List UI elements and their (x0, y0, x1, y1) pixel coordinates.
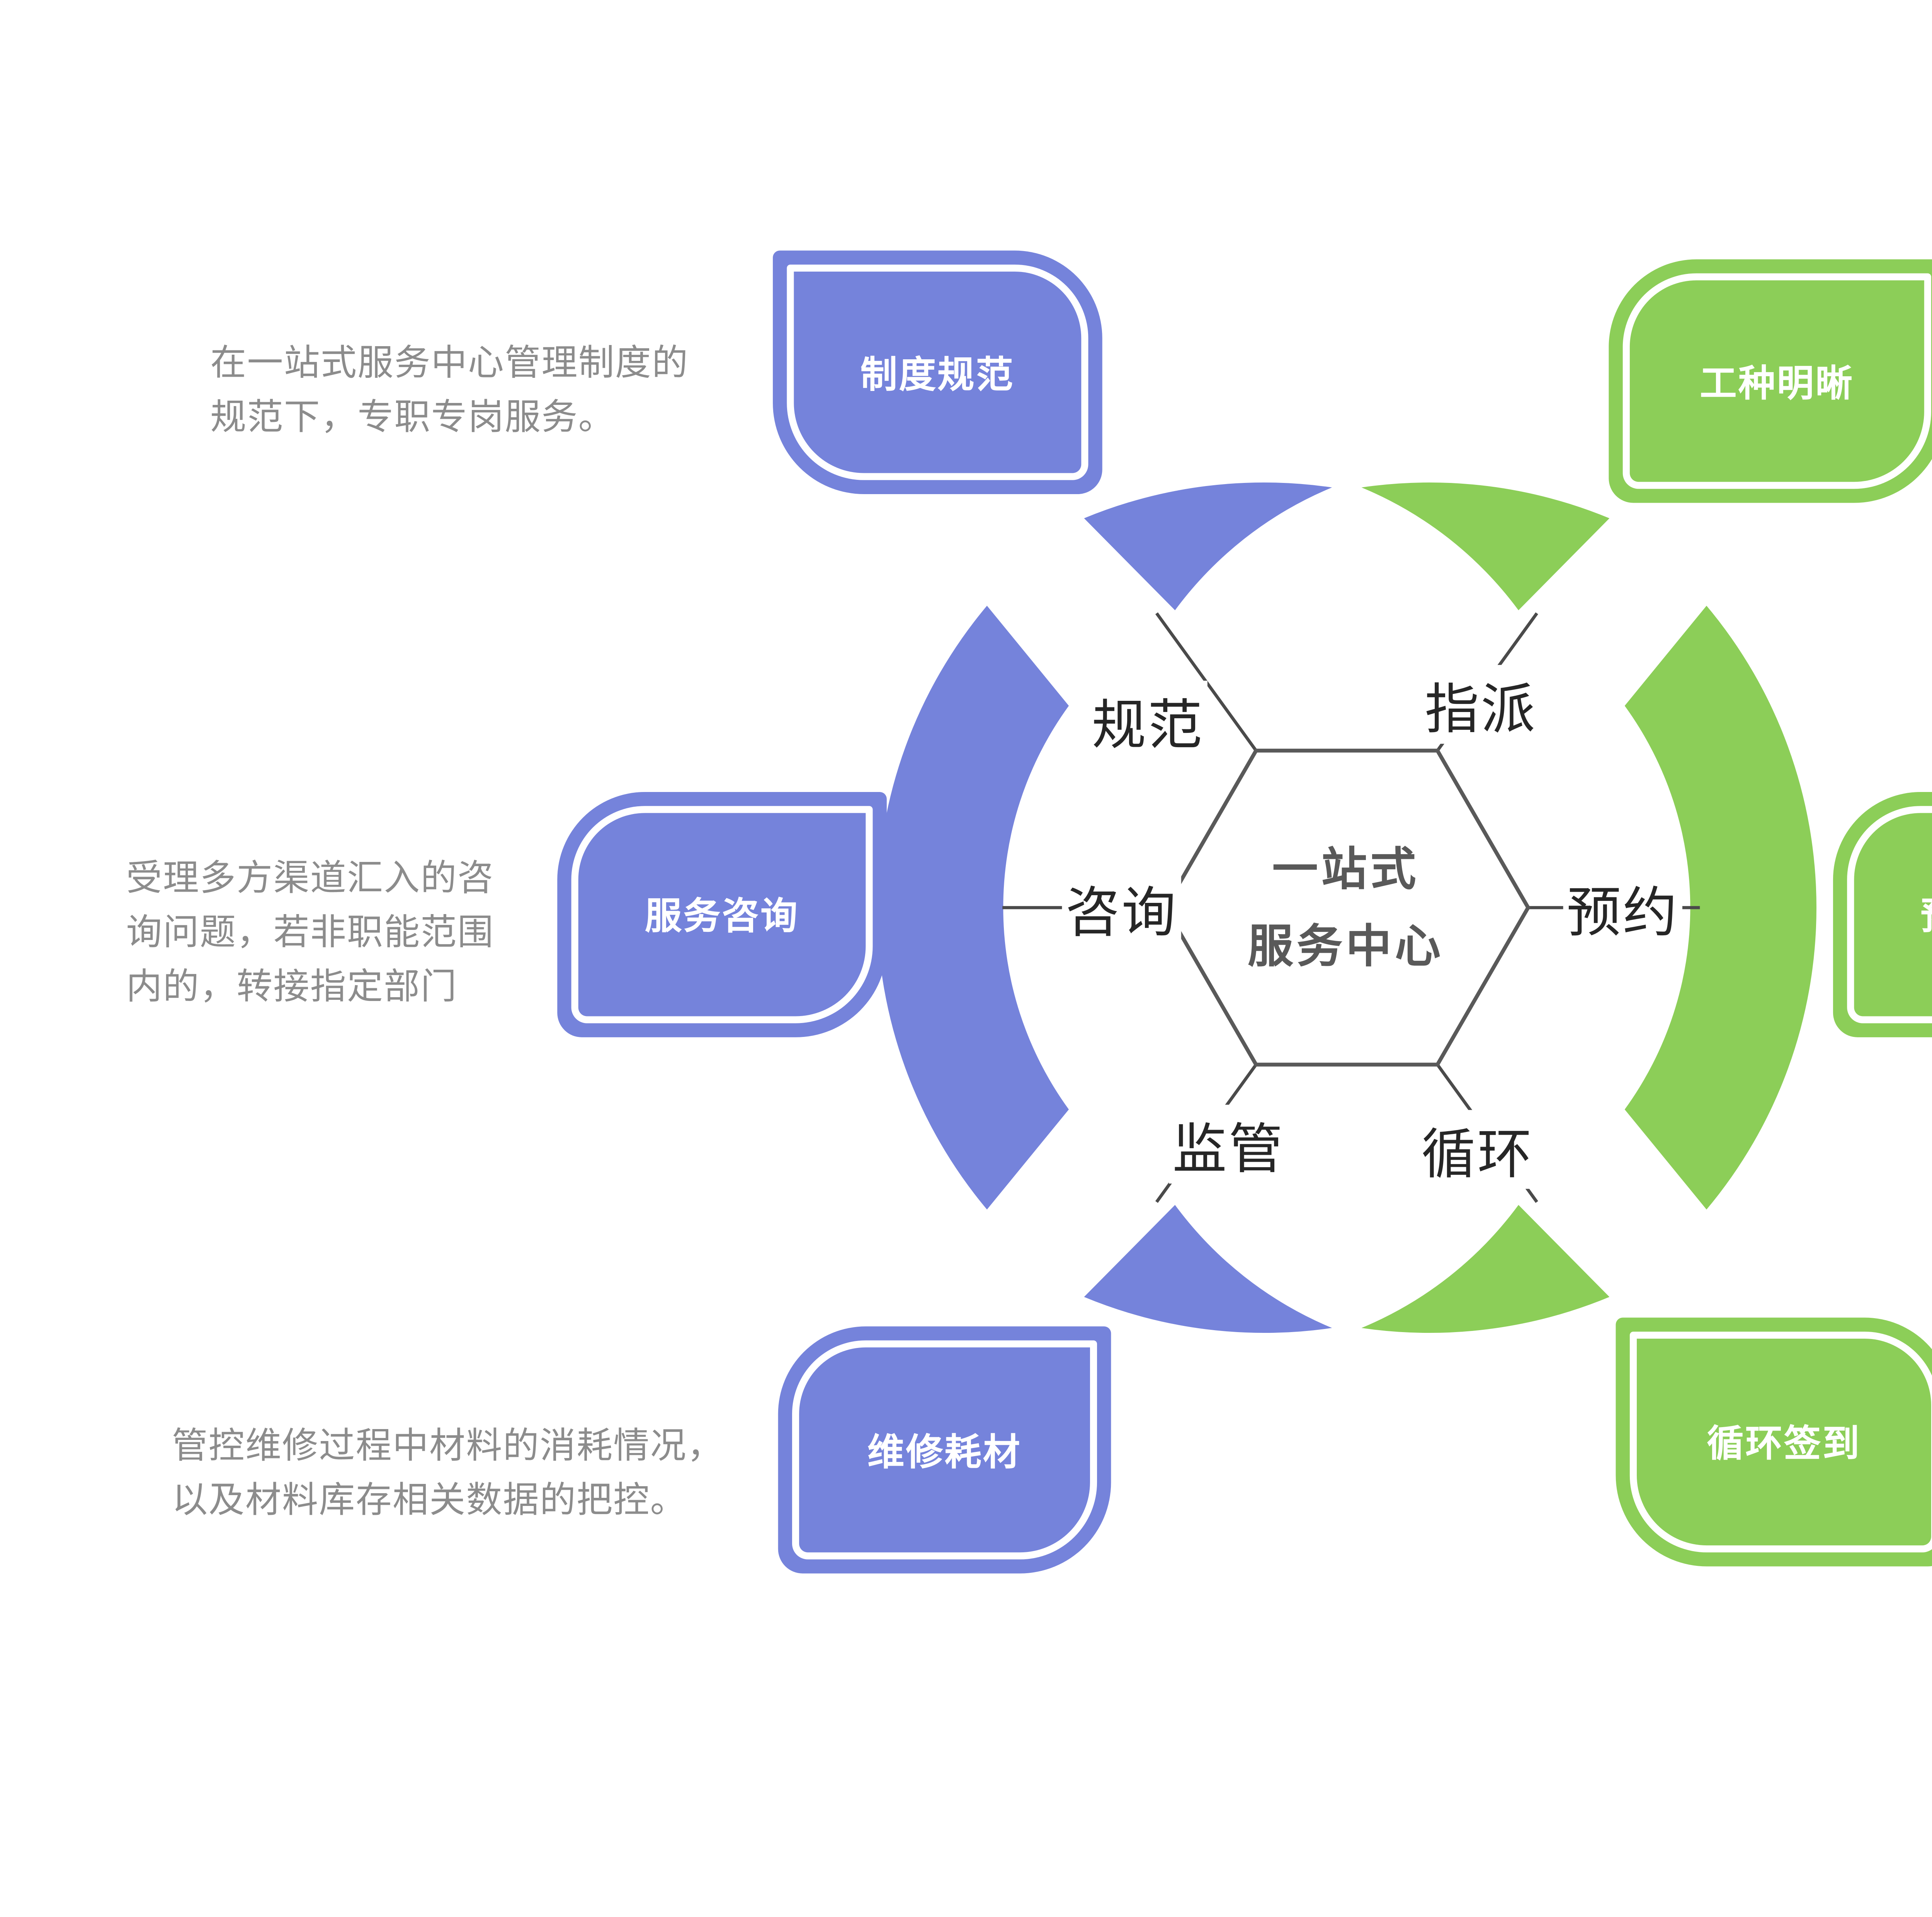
ring-arc-top-right (1361, 482, 1610, 610)
badge-reservation-label: 预约陪护 (1921, 888, 1932, 941)
badge-consult: 服务咨询 (557, 792, 887, 1037)
ring-arc-top-left (1084, 482, 1332, 610)
badge-patrol: 循环签到 (1616, 1317, 1932, 1567)
badge-materials-label: 维修耗材 (867, 1432, 1022, 1473)
badge-rules-label: 制度规范 (860, 355, 1015, 395)
spoke-label-bottom-left: 监管 (1169, 1105, 1288, 1184)
ring-arc-bottom-right (1361, 1205, 1610, 1333)
spoke-label-right: 预约 (1563, 868, 1682, 947)
desc-consult: 受理多方渠道汇入的咨 询问题，若非职能范围 内的，转接指定部门 (126, 858, 494, 1008)
badge-reservation: 预约陪护 (1833, 792, 1932, 1037)
badge-consult-label: 服务咨询 (645, 897, 799, 938)
center-title-line1: 一站式 (1272, 843, 1420, 896)
center-title: 一站式 服务中心 (1248, 831, 1444, 985)
badge-materials: 维修耗材 (778, 1326, 1111, 1574)
desc-materials: 管控维修过程中材料的消耗情况， 以及材料库存相关数据的把控。 (172, 1426, 724, 1521)
badge-rules: 制度规范 (773, 250, 1102, 494)
badge-patrol-label: 循环签到 (1707, 1424, 1861, 1465)
spoke-label-top-right: 指派 (1421, 665, 1541, 744)
ring-arc-left (877, 605, 1069, 1210)
badge-worktypes-label: 工种明晰 (1700, 364, 1854, 404)
spoke-label-bottom-right: 循环 (1418, 1110, 1537, 1189)
desc-rules: 在一站式服务中心管理制度的 规范下，专职专岗服务。 (210, 343, 689, 438)
ring-arc-bottom-left (1084, 1205, 1332, 1333)
center-title-line2: 服务中心 (1248, 920, 1444, 973)
badge-worktypes: 工种明晰 (1609, 259, 1932, 503)
center-hexagon (1163, 748, 1531, 1067)
ring-arc-right (1624, 605, 1816, 1210)
spoke-label-top-left: 规范 (1088, 680, 1208, 760)
spoke-label-left: 咨询 (1062, 868, 1181, 947)
